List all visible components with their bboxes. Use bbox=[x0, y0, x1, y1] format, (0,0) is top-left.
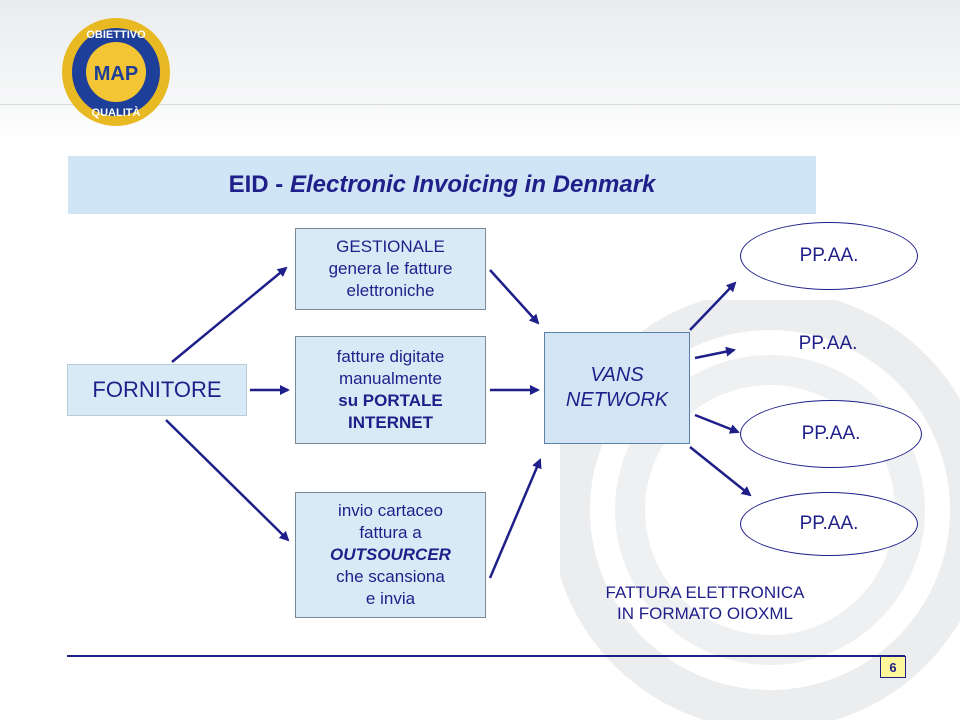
gestionale-box: GESTIONALE genera le fatture elettronich… bbox=[295, 228, 486, 310]
logo-top-text: OBIETTIVO bbox=[86, 29, 146, 41]
logo-center-text: MAP bbox=[94, 63, 138, 85]
obiettivo-map-logo: MAP OBIETTIVO QUALITÀ bbox=[62, 18, 170, 126]
fornitore-label: FORNITORE bbox=[92, 377, 222, 402]
vans-network-box: VANS NETWORK bbox=[544, 332, 690, 444]
caption-line-2: IN FORMATO OIOXML bbox=[617, 604, 793, 623]
portale-line-4: INTERNET bbox=[348, 413, 433, 432]
pa-ellipse-1: PP.AA. bbox=[740, 222, 918, 290]
cartaceo-box: invio cartaceo fattura a OUTSOURCER che … bbox=[295, 492, 486, 618]
portale-line-1: fatture digitate bbox=[336, 347, 445, 366]
arrow-vans-to-pa3 bbox=[694, 413, 740, 434]
gestionale-line-3: elettroniche bbox=[346, 281, 435, 300]
page-number-badge: 6 bbox=[880, 656, 906, 678]
arrow-to-gestionale bbox=[171, 266, 288, 363]
arrow-gestionale-to-vans bbox=[489, 269, 540, 325]
pa-ellipse-2: PP.AA. bbox=[742, 318, 914, 370]
portale-box: fatture digitate manualmente su PORTALE … bbox=[295, 336, 486, 444]
vans-line-1: VANS bbox=[590, 364, 644, 386]
arrow-cartaceo-to-vans bbox=[488, 458, 542, 579]
arrow-to-cartaceo bbox=[165, 419, 290, 542]
header-divider bbox=[0, 104, 960, 105]
flow-arrows bbox=[165, 266, 752, 579]
gestionale-line-1: GESTIONALE bbox=[336, 237, 445, 256]
cartaceo-line-1: invio cartaceo bbox=[338, 501, 443, 520]
footer-divider bbox=[67, 655, 905, 657]
cartaceo-line-5: e invia bbox=[365, 589, 416, 608]
arrow-vans-to-pa1 bbox=[689, 281, 737, 331]
slide-title: EID - Electronic Invoicing in Denmark bbox=[68, 156, 816, 214]
pa-ellipse-4: PP.AA. bbox=[740, 492, 918, 556]
title-italic: Electronic Invoicing in Denmark bbox=[289, 171, 656, 198]
pa-label-3: PP.AA. bbox=[801, 423, 861, 444]
page-number: 6 bbox=[889, 659, 897, 675]
format-caption: FATTURA ELETTRONICA IN FORMATO OIOXML bbox=[580, 582, 830, 624]
portale-line-3: su PORTALE bbox=[338, 391, 443, 410]
pa-label-1: PP.AA. bbox=[799, 245, 859, 266]
title-plain: EID - bbox=[228, 171, 290, 198]
portale-line-2: manualmente bbox=[338, 369, 442, 388]
arrow-vans-to-pa2 bbox=[694, 346, 736, 360]
caption-line-1: FATTURA ELETTRONICA bbox=[605, 583, 805, 602]
gestionale-line-2: genera le fatture bbox=[328, 259, 453, 278]
cartaceo-line-2: fattura a bbox=[359, 523, 422, 542]
pa-label-4: PP.AA. bbox=[799, 513, 859, 534]
cartaceo-line-3: OUTSOURCER bbox=[330, 545, 451, 564]
cartaceo-line-4: che scansiona bbox=[336, 567, 445, 586]
fornitore-box: FORNITORE bbox=[67, 364, 247, 416]
arrow-vans-to-pa4 bbox=[689, 446, 752, 497]
logo-bottom-text: QUALITÀ bbox=[92, 106, 141, 119]
pa-label-2: PP.AA. bbox=[798, 333, 858, 354]
vans-line-2: NETWORK bbox=[565, 389, 669, 411]
pa-ellipse-3: PP.AA. bbox=[740, 400, 922, 468]
